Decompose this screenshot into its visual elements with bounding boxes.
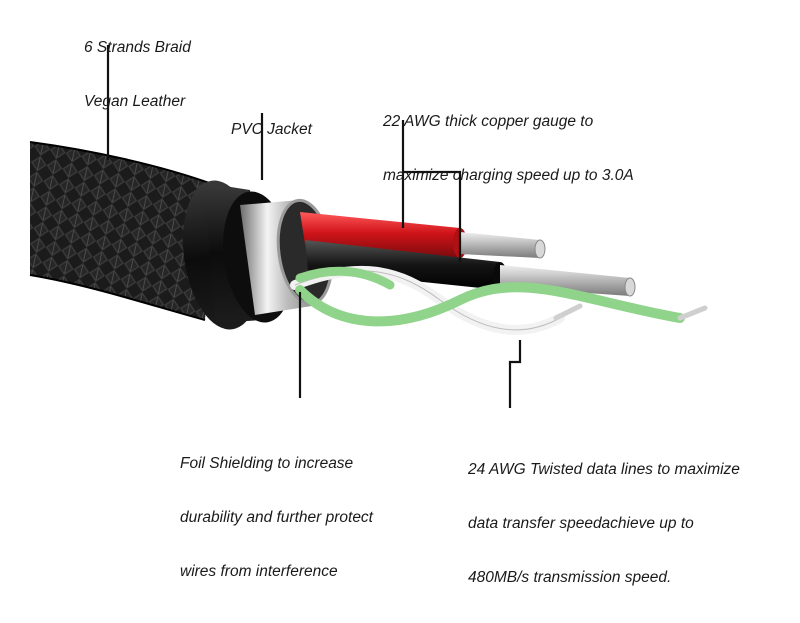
- label-data-line2: data transfer speedachieve up to: [468, 515, 694, 532]
- label-copper-line2: maximize charging speed up to 3.0A: [383, 167, 634, 184]
- label-data-line1: 24 AWG Twisted data lines to maximize: [468, 461, 740, 478]
- label-data-lines: 24 AWG Twisted data lines to maximize da…: [468, 425, 740, 623]
- label-braid: 6 Strands Braid Vegan Leather: [84, 3, 191, 147]
- label-foil-shielding: Foil Shielding to increase durability an…: [180, 419, 373, 617]
- label-data-line3: 480MB/s transmission speed.: [468, 569, 672, 586]
- label-braid-line1: 6 Strands Braid: [84, 39, 191, 56]
- cable-illustration: [29, 45, 708, 408]
- cable-diagram: 6 Strands Braid Vegan Leather PVC Jacket…: [29, 3, 740, 586]
- leader-data: [508, 340, 522, 408]
- twisted-data-lines: [290, 265, 708, 335]
- label-copper-line1: 22 AWG thick copper gauge to: [383, 113, 594, 130]
- label-foil-line1: Foil Shielding to increase: [180, 455, 354, 472]
- label-jacket-line1: PVC Jacket: [231, 121, 312, 138]
- label-braid-line2: Vegan Leather: [84, 93, 186, 110]
- label-pvc-jacket: PVC Jacket: [231, 85, 312, 175]
- label-copper-gauge: 22 AWG thick copper gauge to maximize ch…: [383, 77, 634, 221]
- label-foil-line3: wires from interference: [180, 563, 338, 580]
- braid-sleeve: [29, 141, 216, 321]
- leader-copper: [401, 120, 462, 262]
- leader-lines: [106, 45, 522, 408]
- label-foil-line2: durability and further protect: [180, 509, 373, 526]
